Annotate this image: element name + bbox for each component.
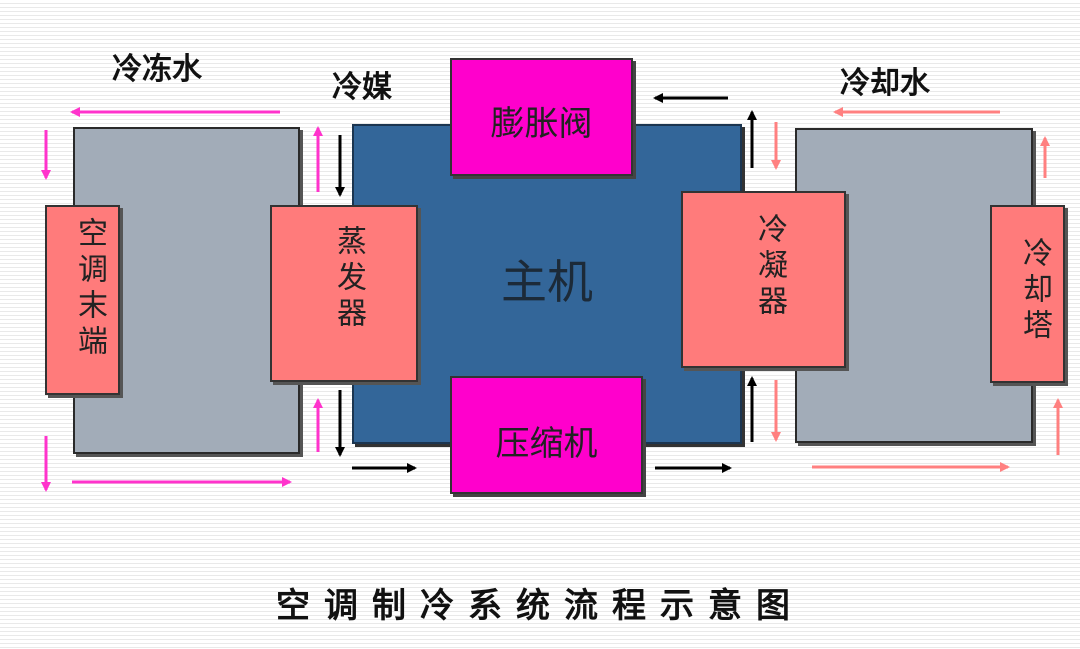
cooling-tower-label: 冷却塔: [1017, 237, 1052, 345]
refrigerant-label: 冷媒: [332, 70, 392, 105]
terminal-box: 空调末端: [45, 205, 120, 395]
condenser-box: 冷凝器: [681, 191, 846, 368]
diagram-title: 空调制冷系统流程示意图: [276, 586, 804, 626]
host-unit-label: 主机: [501, 255, 593, 309]
terminal-label: 空调末端: [72, 217, 107, 361]
evaporator-box: 蒸发器: [270, 205, 418, 382]
expansion-valve-box: 膨胀阀: [450, 58, 633, 176]
expansion-valve-label: 膨胀阀: [490, 104, 593, 144]
evaporator-label: 蒸发器: [331, 225, 366, 333]
compressor-label: 压缩机: [495, 424, 598, 464]
condenser-label: 冷凝器: [752, 213, 787, 321]
compressor-box: 压缩机: [450, 376, 643, 494]
cooling-tower-box: 冷却塔: [990, 205, 1065, 383]
chilled-water-label: 冷冻水: [112, 52, 202, 87]
cooling-water-label: 冷却水: [840, 66, 930, 101]
